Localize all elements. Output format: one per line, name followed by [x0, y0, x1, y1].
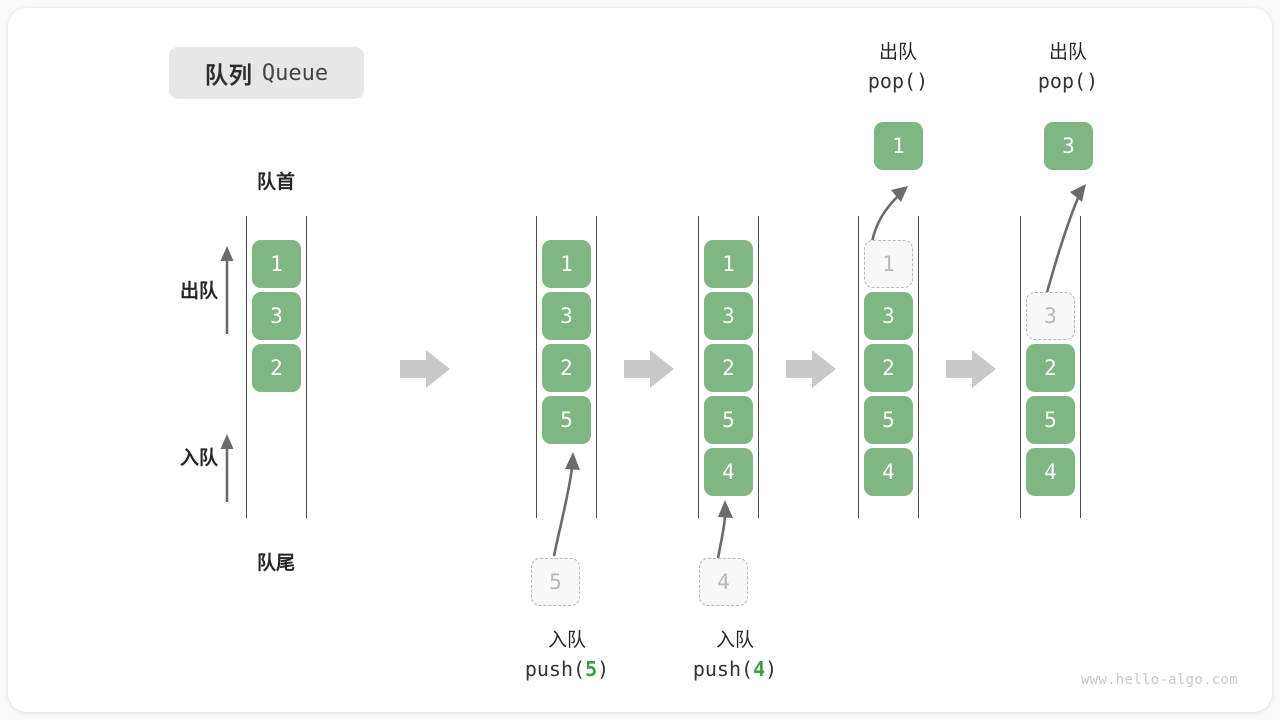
rail-line-right — [1080, 216, 1081, 518]
rail-line-left — [246, 216, 247, 518]
queue-rail-initial: 1 3 2 — [246, 216, 308, 518]
pop-caption-1: 出队 pop() — [813, 40, 983, 95]
push-source-box-4: 4 — [699, 558, 748, 606]
pop-caption-code-3: pop() — [983, 67, 1153, 95]
enqueue-direction-arrow-icon — [220, 434, 234, 502]
queue-slot: 4 — [864, 448, 913, 496]
rail-line-right — [758, 216, 759, 518]
queue-slot-ghost: 1 — [864, 240, 913, 288]
push-caption-4: 入队 push(4) — [650, 628, 820, 683]
step-arrow-icon — [400, 350, 450, 388]
title-zh: 队列 — [204, 62, 253, 88]
queue-slot: 2 — [252, 344, 301, 392]
queue-head-label: 队首 — [256, 172, 295, 193]
queue-rail-pop-3: 3 2 5 4 — [1020, 216, 1082, 518]
step-arrow-icon — [946, 350, 996, 388]
code-suffix: ) — [916, 68, 929, 93]
code-prefix: push( — [692, 656, 754, 681]
queue-slot: 5 — [542, 396, 591, 444]
queue-slot: 3 — [252, 292, 301, 340]
queue-slot: 1 — [252, 240, 301, 288]
push-caption-5: 入队 push(5) — [482, 628, 652, 683]
rail-line-left — [858, 216, 859, 518]
push-source-box-5: 5 — [531, 558, 580, 606]
queue-slot: 3 — [864, 292, 913, 340]
push-caption-zh-5: 入队 — [547, 630, 586, 651]
rail-line-right — [306, 216, 307, 518]
code-suffix: ) — [765, 656, 778, 681]
push-arrow-icon-4 — [716, 500, 733, 559]
pop-caption-3: 出队 pop() — [983, 40, 1153, 95]
queue-slot: 3 — [704, 292, 753, 340]
pop-caption-code-1: pop() — [813, 67, 983, 95]
queue-slot: 2 — [542, 344, 591, 392]
dequeue-direction-arrow-icon — [220, 246, 234, 334]
push-caption-code-5: push(5) — [482, 655, 652, 683]
popped-value-box-1: 1 — [874, 122, 923, 170]
push-caption-zh-4: 入队 — [715, 630, 754, 651]
queue-slot: 2 — [704, 344, 753, 392]
queue-slot: 2 — [864, 344, 913, 392]
pop-caption-zh-1: 出队 — [878, 42, 917, 63]
code-prefix: pop( — [867, 68, 917, 93]
queue-slot: 5 — [864, 396, 913, 444]
queue-rail-after-push-4: 1 3 2 5 4 — [698, 216, 760, 518]
code-prefix: pop( — [1037, 68, 1087, 93]
step-arrow-icon — [624, 350, 674, 388]
dequeue-direction-label: 出队 — [179, 281, 218, 302]
code-suffix: ) — [597, 656, 610, 681]
queue-rail-after-push-5: 1 3 2 5 — [536, 216, 598, 518]
pop-caption-zh-3: 出队 — [1048, 42, 1087, 63]
queue-rail-pop-1: 1 3 2 5 4 — [858, 216, 920, 518]
queue-slot: 5 — [704, 396, 753, 444]
queue-slot: 1 — [542, 240, 591, 288]
rail-line-right — [918, 216, 919, 518]
code-prefix: push( — [524, 656, 586, 681]
push-arrow-icon-5 — [552, 452, 580, 557]
step-arrow-icon — [786, 350, 836, 388]
queue-slot: 5 — [1026, 396, 1075, 444]
pop-arrow-icon-3 — [1044, 184, 1086, 297]
queue-slot: 3 — [542, 292, 591, 340]
pop-arrow-icon-1 — [870, 186, 908, 243]
code-suffix: ) — [1086, 68, 1099, 93]
queue-slot: 4 — [1026, 448, 1075, 496]
rail-line-left — [698, 216, 699, 518]
diagram-card: 队列 Queue 队首 队尾 出队 入队 1 3 2 1 3 2 5 5 — [8, 8, 1272, 712]
queue-slot: 2 — [1026, 344, 1075, 392]
push-caption-code-4: push(4) — [650, 655, 820, 683]
rail-line-left — [1020, 216, 1021, 518]
queue-tail-label: 队尾 — [256, 553, 295, 574]
code-value: 4 — [753, 656, 766, 681]
queue-slot: 4 — [704, 448, 753, 496]
popped-value-box-3: 3 — [1044, 122, 1093, 170]
queue-slot: 1 — [704, 240, 753, 288]
rail-line-right — [596, 216, 597, 518]
enqueue-direction-label: 入队 — [179, 448, 218, 469]
title-en: Queue — [261, 60, 329, 86]
rail-line-left — [536, 216, 537, 518]
queue-slot-ghost: 3 — [1026, 292, 1075, 340]
title-badge: 队列 Queue — [169, 47, 364, 99]
code-value: 5 — [585, 656, 598, 681]
watermark: www.hello-algo.com — [1080, 672, 1238, 688]
